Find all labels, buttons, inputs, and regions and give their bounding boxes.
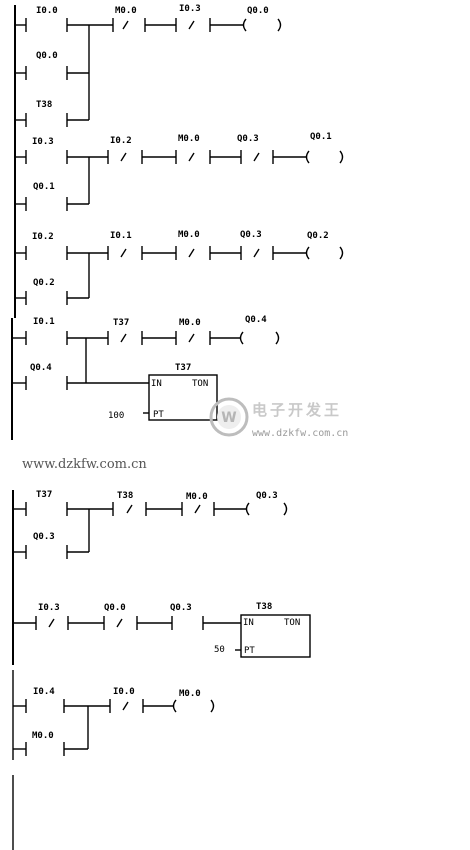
- label-rung7-b1: M0.0: [32, 731, 54, 741]
- label-rung7-c2: I0.0: [113, 687, 135, 697]
- timer-t38-preset: 50: [214, 645, 225, 655]
- label-rung5-c2: T38: [117, 491, 133, 501]
- timer-t37-in-label: IN: [151, 379, 162, 389]
- contact-q0-0-branch: [25, 66, 68, 80]
- contact-i0-3: [25, 150, 68, 164]
- label-rung3-c4: Q0.3: [240, 230, 262, 240]
- rung-1: I0.0 M0.0 I0.3 Q0.0 Q0.0 T38: [15, 4, 282, 127]
- label-rung1-c3: I0.3: [179, 4, 201, 14]
- label-rung7-coil: M0.0: [179, 689, 201, 699]
- contact-m0-0-nc: [175, 246, 211, 260]
- label-rung1-b2: T38: [36, 100, 52, 110]
- label-rung3-c3: M0.0: [178, 230, 200, 240]
- contact-q0-2-branch: [25, 291, 68, 305]
- contact-m0-0-nc: [181, 502, 215, 516]
- contact-i0-0: [25, 18, 68, 32]
- contact-i0-1-nc: [107, 246, 143, 260]
- contact-t37-nc: [107, 331, 143, 345]
- timer-t38-name: T38: [256, 602, 272, 612]
- label-rung2-c1: I0.3: [32, 137, 54, 147]
- label-rung4-b1: Q0.4: [30, 363, 52, 373]
- watermark-url-small: www.dzkfw.com.cn: [252, 428, 348, 439]
- label-rung6-c1: I0.3: [38, 603, 60, 613]
- label-rung4-c1: I0.1: [33, 317, 55, 327]
- timer-t38-in-label: IN: [243, 618, 254, 628]
- label-rung1-c2: M0.0: [115, 6, 137, 16]
- contact-m0-0-nc: [175, 331, 211, 345]
- timer-t37-name: T37: [175, 363, 191, 373]
- timer-t37-type-label: TON: [192, 379, 208, 389]
- contact-t38-nc: [112, 502, 147, 516]
- label-rung5-b1: Q0.3: [33, 532, 55, 542]
- label-rung1-b1: Q0.0: [36, 51, 58, 61]
- contact-m0-0-nc: [175, 150, 211, 164]
- label-rung6-c2: Q0.0: [104, 603, 126, 613]
- label-rung2-coil: Q0.1: [310, 132, 332, 142]
- power-rail-upper: [11, 5, 16, 440]
- label-rung2-c3: M0.0: [178, 134, 200, 144]
- label-rung2-b1: Q0.1: [33, 182, 55, 192]
- coil-m0-0: [172, 699, 215, 713]
- label-rung7-c1: I0.4: [33, 687, 55, 697]
- contact-m0-0-branch: [25, 742, 65, 756]
- rung-3: I0.2 I0.1 M0.0 Q0.3 Q0.2 Q0.2: [15, 230, 344, 305]
- coil-q0-1: [305, 150, 344, 164]
- timer-box-t38: IN TON PT T38 50: [214, 602, 311, 658]
- coil-q0-4: [239, 331, 280, 345]
- label-rung1-coil: Q0.0: [247, 6, 269, 16]
- label-rung4-c2: T37: [113, 318, 129, 328]
- rung-7: I0.4 I0.0 M0.0 M0.0: [13, 687, 215, 756]
- contact-q0-1-branch: [25, 197, 68, 211]
- label-rung2-c2: I0.2: [110, 136, 132, 146]
- contact-i0-3-nc: [35, 616, 69, 630]
- contact-m0-0-nc: [112, 18, 146, 32]
- contact-t38-branch: [25, 113, 68, 127]
- rung-5: T37 T38 M0.0 Q0.3 Q0.3: [13, 490, 288, 559]
- label-rung4-coil: Q0.4: [245, 315, 267, 325]
- label-rung3-c1: I0.2: [32, 232, 54, 242]
- contact-i0-2: [25, 246, 68, 260]
- watermark-brand-text: 电子开发王: [252, 401, 342, 419]
- contact-i0-2-nc: [107, 150, 143, 164]
- contact-q0-4-branch: [25, 376, 68, 390]
- contact-t37: [25, 502, 68, 516]
- label-rung5-coil: Q0.3: [256, 491, 278, 501]
- contact-i0-4: [25, 699, 65, 713]
- watermark-logo-letter: W: [221, 410, 236, 426]
- contact-q0-3-nc: [240, 150, 274, 164]
- watermark-url-large: www.dzkfw.com.cn: [22, 457, 147, 472]
- contact-i0-0-nc: [109, 699, 144, 713]
- timer-t37-pt-label: PT: [153, 410, 164, 420]
- contact-i0-3-nc: [175, 18, 211, 32]
- timer-box-t37: IN TON PT T37 100: [108, 363, 218, 421]
- contact-q0-3-branch: [25, 545, 68, 559]
- coil-q0-2: [305, 246, 344, 260]
- contact-q0-0-nc: [103, 616, 138, 630]
- contact-i0-1: [25, 331, 68, 345]
- label-rung3-coil: Q0.2: [307, 231, 329, 241]
- label-rung2-c4: Q0.3: [237, 134, 259, 144]
- label-rung3-c2: I0.1: [110, 231, 132, 241]
- coil-q0-0: [242, 18, 282, 32]
- timer-t38-type-label: TON: [284, 618, 300, 628]
- watermark: W 电子开发王 www.dzkfw.com.cn www.dzkfw.com.c…: [22, 397, 348, 472]
- label-rung4-c3: M0.0: [179, 318, 201, 328]
- label-rung5-c3: M0.0: [186, 492, 208, 502]
- contact-q0-3: [171, 616, 204, 630]
- label-rung5-c1: T37: [36, 490, 52, 500]
- watermark-logo: W: [209, 397, 249, 437]
- coil-q0-3: [245, 502, 288, 516]
- label-rung6-c3: Q0.3: [170, 603, 192, 613]
- rung-2: I0.3 I0.2 M0.0 Q0.3 Q0.1 Q0.1: [15, 132, 344, 211]
- timer-t38-pt-label: PT: [244, 646, 255, 656]
- label-rung1-c1: I0.0: [36, 6, 58, 16]
- contact-q0-3-nc: [240, 246, 274, 260]
- label-rung3-b1: Q0.2: [33, 278, 55, 288]
- timer-t37-preset: 100: [108, 411, 124, 421]
- rung-4: IN TON PT T37 100 I0.1 T37 M0.0 Q0.4 Q0.…: [12, 315, 280, 421]
- rung-6: IN TON PT T38 50 I0.3 Q0.0 Q0.3: [13, 602, 311, 658]
